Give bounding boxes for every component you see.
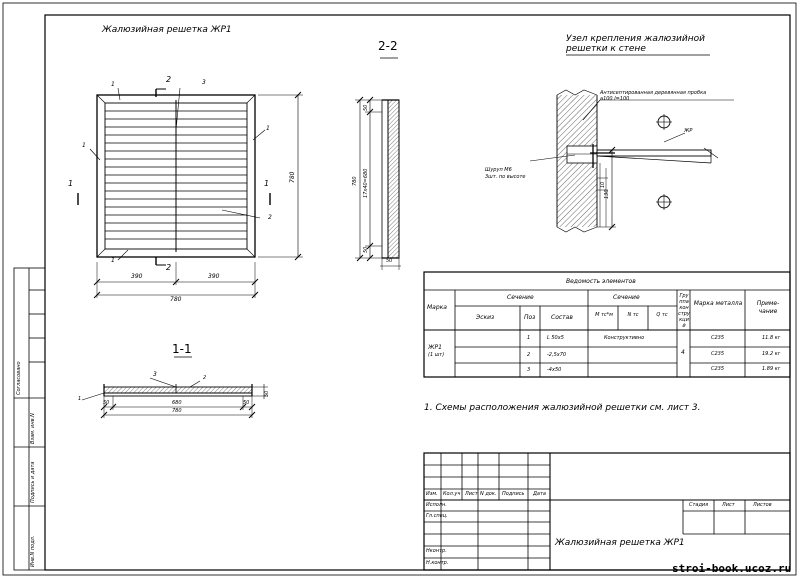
tb-role-5: Нконтр. — [426, 548, 447, 554]
grille-front-view — [77, 87, 303, 299]
spec-group-value: 4 — [681, 349, 685, 356]
spec-row3-pos: 3 — [527, 367, 531, 373]
callout-1-right: 1 — [266, 125, 270, 132]
tb-col-izm: Изм. — [426, 491, 438, 497]
spec-head-composition: Состав — [551, 314, 573, 321]
spec-head-steel: Марка металла — [693, 300, 743, 307]
tb-col-list: Лист — [465, 491, 478, 497]
tb-sheet: Лист — [722, 502, 735, 508]
spec-mark-count: (1 шт) — [428, 352, 445, 358]
s11-dim-total: 780 — [172, 408, 182, 414]
s22-dim-bottom: 50 — [363, 246, 369, 253]
plug-label-line1: Антисептированная деревянная пробка — [600, 90, 707, 96]
side-mark-left: 1 — [68, 179, 74, 188]
spec-table-grid — [423, 271, 791, 378]
grille-title: Жалюзийная решетка ЖР1 — [102, 25, 232, 35]
s11-dim-middle: 680 — [172, 400, 182, 406]
node-title-line1: Узел крепления жалюзийной — [566, 34, 705, 44]
spec-head-q: Q тс — [656, 312, 668, 318]
spec-row2-comp: -2,5x70 — [547, 352, 567, 358]
watermark: stroi-book.ucoz.ru — [672, 562, 792, 575]
node-title-line2: решетки к стене — [566, 44, 646, 54]
spec-head-zone: Эскиз — [476, 314, 495, 321]
wall-node-detail — [529, 54, 734, 233]
cut-mark-top: 2 — [166, 75, 172, 84]
section-2-2-title: 2-2 — [378, 39, 398, 53]
s11-dim-right: 50 — [243, 400, 250, 406]
spec-head-mark: Марка — [427, 304, 447, 311]
callout-1-bottom: 1 — [111, 257, 115, 264]
spec-head-note: Приме-чание — [756, 300, 780, 315]
spec-row1-load: Конструктивно — [604, 335, 645, 341]
callout-2: 2 — [268, 214, 272, 221]
dim-half-left: 390 — [131, 273, 143, 280]
spec-head-section2: Сечение — [613, 294, 640, 301]
spec-head-section1: Сечение — [507, 294, 534, 301]
dim-height: 780 — [289, 171, 296, 183]
tb-col-koluch: Кол.уч — [443, 491, 461, 497]
side-stamp-grid — [13, 267, 46, 571]
spec-table-title: Ведомость элементов — [566, 278, 636, 285]
s11-callout-2: 2 — [203, 375, 207, 381]
spec-head-group: Группа конструкций — [678, 293, 690, 329]
node-dim-10: 10 — [600, 181, 606, 188]
tb-role-6: Н.контр. — [426, 560, 449, 566]
s22-dim-width: 50 — [386, 258, 393, 264]
spec-head-m: М тс*м — [595, 312, 613, 318]
callout-3: 3 — [202, 79, 206, 86]
tb-sheets: Листов — [753, 502, 772, 508]
tb-col-date: Дата — [533, 491, 546, 497]
section-2-2 — [355, 57, 401, 270]
s11-callout-3: 3 — [153, 371, 157, 378]
s22-dim-top: 50 — [363, 104, 369, 111]
section-1-1-title: 1-1 — [172, 342, 192, 356]
spec-row3-steel: С235 — [711, 366, 725, 372]
cut-mark-bottom: 2 — [166, 263, 172, 272]
spec-row1-note: 11.8 кг — [762, 335, 781, 341]
spec-row2-pos: 2 — [527, 352, 531, 358]
tb-role-1: Исполн. — [426, 502, 447, 508]
tb-role-2: Гл.спец. — [426, 513, 448, 519]
tb-stage: Стадия — [689, 502, 709, 508]
spec-row1-pos: 1 — [527, 335, 531, 341]
callout-1-left: 1 — [82, 142, 86, 149]
stamp-inv: Инв.N подл. — [30, 535, 36, 567]
node-ref-label: ЖР — [684, 128, 693, 134]
dim-half-right: 390 — [208, 273, 220, 280]
node-dim-130: 130 — [604, 189, 610, 199]
section-1-1 — [81, 356, 268, 419]
spec-row2-steel: С235 — [711, 351, 725, 357]
s11-dim-side: 50 — [264, 390, 270, 397]
tb-drawing-name: Жалюзийная решетка ЖР1 — [555, 538, 685, 548]
screw-label-line2: 3шт. по высоте — [485, 174, 526, 180]
title-block-grid — [423, 452, 791, 571]
dim-total-width: 780 — [170, 296, 182, 303]
spec-row3-note: 1.89 кг — [762, 366, 781, 372]
side-mark-right: 1 — [264, 179, 270, 188]
general-note: 1. Схемы расположения жалюзийной решетки… — [424, 403, 701, 413]
plug-label-line2: a100 l=100 — [600, 96, 630, 102]
spec-row3-comp: -4x50 — [547, 367, 562, 373]
s11-callout-1: 1 — [78, 396, 82, 402]
callout-1-top: 1 — [111, 81, 115, 88]
s22-dim-middle: 17x40=680 — [363, 168, 369, 198]
stamp-replace: Взам. инв.N — [30, 413, 36, 444]
tb-col-sign: Подпись — [502, 491, 525, 497]
spec-head-pos: Поз — [524, 314, 536, 321]
spec-row2-note: 19.2 кг — [762, 351, 781, 357]
screw-label-line1: Шуруп М6 — [485, 167, 512, 173]
s11-dim-left: 50 — [103, 400, 110, 406]
stamp-agreed: Согласовано — [16, 361, 22, 395]
spec-head-n: N тс — [627, 312, 639, 318]
spec-mark-value: ЖР1 — [428, 344, 442, 351]
tb-col-ndok: N док. — [480, 491, 497, 497]
stamp-sign-date: Подпись и дата — [30, 461, 36, 503]
spec-row1-steel: С235 — [711, 335, 725, 341]
s22-dim-total: 780 — [352, 176, 358, 186]
spec-row1-comp: L 50x5 — [547, 335, 564, 341]
